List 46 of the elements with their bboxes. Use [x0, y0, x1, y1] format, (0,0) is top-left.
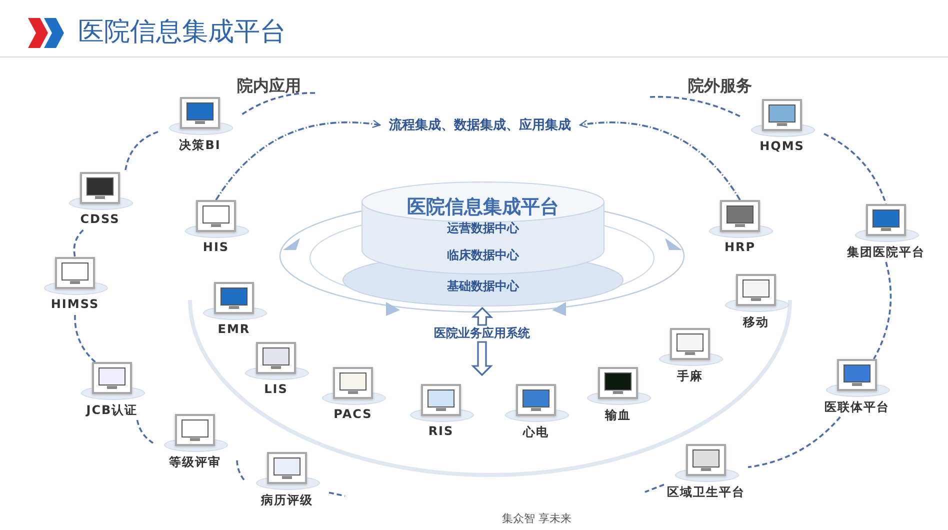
dashed-line: [748, 416, 841, 468]
hollow-arrow: [471, 341, 493, 376]
dashed-line: [74, 315, 96, 363]
system-label: 输血: [604, 407, 632, 424]
arrow: [579, 120, 741, 200]
dashed-line: [236, 460, 246, 482]
arrow: [215, 120, 381, 200]
system-label: 等级评审: [168, 454, 222, 471]
system-group-label: 医院业务应用系统: [433, 325, 531, 342]
dashed-line: [328, 492, 346, 497]
system-label: PACS: [332, 407, 374, 421]
system-label: 集团医院平台: [846, 244, 926, 261]
layer-label: 基础数据中心: [446, 278, 520, 295]
system-label: JCB认证: [84, 402, 139, 419]
layer-label: 临床数据中心: [446, 247, 520, 264]
system-label: 医联体平台: [824, 399, 890, 416]
section-heading: 院外服务: [688, 76, 752, 97]
layer-label: 运营数据中心: [446, 220, 520, 237]
system-label: CDSS: [79, 212, 121, 226]
integration-text: 流程集成、数据集成、应用集成: [388, 116, 572, 134]
system-label: HRP: [723, 240, 757, 254]
system-label: 病历评级: [260, 492, 314, 509]
system-label: 区域卫生平台: [666, 484, 746, 501]
hollow-arrow: [471, 306, 494, 326]
dashed-line: [650, 96, 740, 118]
system-label: 决策BI: [178, 137, 222, 154]
dashed-line: [136, 420, 154, 444]
dashed-line: [242, 92, 315, 116]
dashed-line: [824, 133, 887, 204]
platform-title: 医院信息集成平台: [406, 195, 560, 220]
system-label: HIS: [202, 240, 230, 254]
system-label: 移动: [742, 314, 770, 331]
section-heading: 院内应用: [237, 76, 301, 97]
system-label: 手麻: [676, 368, 704, 385]
system-label: RIS: [427, 424, 455, 438]
system-label: EMR: [216, 322, 252, 336]
system-label: HQMS: [758, 139, 806, 153]
dashed-line: [873, 262, 892, 360]
system-label: HIMSS: [50, 297, 100, 311]
dashed-line: [73, 229, 84, 258]
system-label: 心电: [522, 424, 550, 441]
dashed-line: [644, 484, 664, 493]
slogan-text: 集众智 享未来: [502, 511, 572, 526]
page-title: 医院信息集成平台: [78, 16, 286, 49]
dashed-line: [124, 130, 158, 172]
system-label: LIS: [263, 382, 289, 396]
